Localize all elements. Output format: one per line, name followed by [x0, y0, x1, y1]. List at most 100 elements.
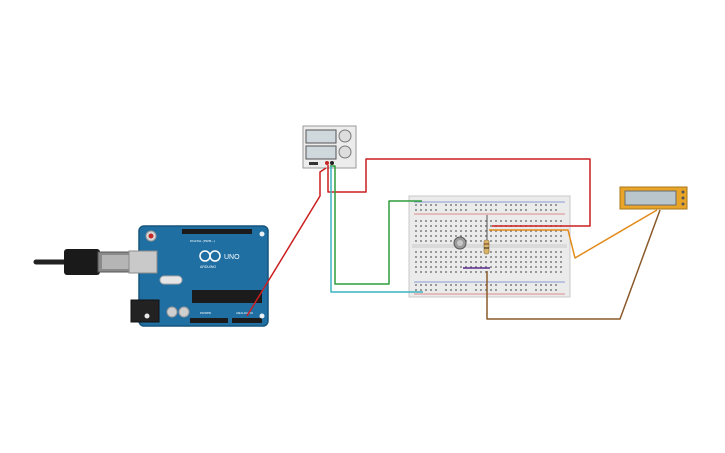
- breadboard-hole[interactable]: [510, 204, 512, 206]
- breadboard-hole[interactable]: [495, 209, 497, 211]
- breadboard-hole[interactable]: [490, 251, 492, 253]
- breadboard-hole[interactable]: [550, 266, 552, 268]
- breadboard-hole[interactable]: [450, 256, 452, 258]
- breadboard-hole[interactable]: [460, 204, 462, 206]
- breadboard-hole[interactable]: [415, 256, 417, 258]
- wire-red-psu-breadboard[interactable]: [327, 158, 591, 227]
- breadboard-hole[interactable]: [500, 251, 502, 253]
- breadboard-hole[interactable]: [475, 235, 477, 237]
- breadboard-hole[interactable]: [545, 251, 547, 253]
- breadboard-hole[interactable]: [510, 256, 512, 258]
- breadboard-hole[interactable]: [500, 271, 502, 273]
- breadboard-hole[interactable]: [475, 289, 477, 291]
- wire-orange[interactable]: [489, 209, 658, 259]
- breadboard-hole[interactable]: [555, 240, 557, 242]
- breadboard-hole[interactable]: [435, 209, 437, 211]
- breadboard-hole[interactable]: [475, 271, 477, 273]
- breadboard-hole[interactable]: [415, 204, 417, 206]
- breadboard-hole[interactable]: [490, 209, 492, 211]
- breadboard-hole[interactable]: [455, 235, 457, 237]
- breadboard-hole[interactable]: [425, 230, 427, 232]
- breadboard-hole[interactable]: [470, 271, 472, 273]
- breadboard-hole[interactable]: [415, 271, 417, 273]
- breadboard-hole[interactable]: [430, 251, 432, 253]
- breadboard-hole[interactable]: [455, 209, 457, 211]
- breadboard-hole[interactable]: [415, 209, 417, 211]
- breadboard-hole[interactable]: [420, 284, 422, 286]
- breadboard-hole[interactable]: [450, 225, 452, 227]
- breadboard-hole[interactable]: [515, 240, 517, 242]
- breadboard-hole[interactable]: [475, 251, 477, 253]
- breadboard-hole[interactable]: [460, 256, 462, 258]
- breadboard-hole[interactable]: [420, 256, 422, 258]
- breadboard-hole[interactable]: [430, 230, 432, 232]
- breadboard-hole[interactable]: [530, 235, 532, 237]
- breadboard-hole[interactable]: [505, 220, 507, 222]
- breadboard-hole[interactable]: [525, 271, 527, 273]
- breadboard-hole[interactable]: [555, 251, 557, 253]
- breadboard-hole[interactable]: [515, 289, 517, 291]
- breadboard-hole[interactable]: [490, 266, 492, 268]
- breadboard-hole[interactable]: [535, 230, 537, 232]
- breadboard-hole[interactable]: [480, 235, 482, 237]
- breadboard-hole[interactable]: [530, 271, 532, 273]
- breadboard-hole[interactable]: [540, 204, 542, 206]
- breadboard-hole[interactable]: [560, 271, 562, 273]
- breadboard-hole[interactable]: [460, 284, 462, 286]
- breadboard-hole[interactable]: [440, 266, 442, 268]
- breadboard-hole[interactable]: [505, 240, 507, 242]
- breadboard-hole[interactable]: [520, 289, 522, 291]
- breadboard-hole[interactable]: [430, 209, 432, 211]
- breadboard-hole[interactable]: [535, 209, 537, 211]
- breadboard-hole[interactable]: [455, 220, 457, 222]
- breadboard-hole[interactable]: [480, 230, 482, 232]
- breadboard-hole[interactable]: [440, 220, 442, 222]
- breadboard-hole[interactable]: [475, 284, 477, 286]
- breadboard-hole[interactable]: [480, 204, 482, 206]
- breadboard-hole[interactable]: [425, 256, 427, 258]
- breadboard-hole[interactable]: [555, 235, 557, 237]
- breadboard-hole[interactable]: [550, 271, 552, 273]
- breadboard-hole[interactable]: [515, 261, 517, 263]
- breadboard-hole[interactable]: [550, 204, 552, 206]
- breadboard-hole[interactable]: [425, 261, 427, 263]
- breadboard-hole[interactable]: [455, 256, 457, 258]
- breadboard-hole[interactable]: [420, 266, 422, 268]
- breadboard-hole[interactable]: [530, 256, 532, 258]
- breadboard-hole[interactable]: [525, 251, 527, 253]
- breadboard-hole[interactable]: [475, 266, 477, 268]
- breadboard-hole[interactable]: [495, 289, 497, 291]
- breadboard-hole[interactable]: [435, 220, 437, 222]
- breadboard-hole[interactable]: [545, 256, 547, 258]
- breadboard-hole[interactable]: [490, 230, 492, 232]
- breadboard-hole[interactable]: [425, 209, 427, 211]
- breadboard-hole[interactable]: [550, 235, 552, 237]
- breadboard-hole[interactable]: [515, 271, 517, 273]
- breadboard-hole[interactable]: [420, 261, 422, 263]
- breadboard-hole[interactable]: [445, 209, 447, 211]
- breadboard-hole[interactable]: [505, 289, 507, 291]
- breadboard-hole[interactable]: [545, 204, 547, 206]
- breadboard-hole[interactable]: [555, 209, 557, 211]
- breadboard-hole[interactable]: [500, 266, 502, 268]
- breadboard-hole[interactable]: [440, 261, 442, 263]
- breadboard-hole[interactable]: [495, 220, 497, 222]
- breadboard-hole[interactable]: [510, 266, 512, 268]
- breadboard-hole[interactable]: [455, 266, 457, 268]
- breadboard-hole[interactable]: [505, 235, 507, 237]
- breadboard-hole[interactable]: [465, 230, 467, 232]
- breadboard-hole[interactable]: [515, 209, 517, 211]
- breadboard-hole[interactable]: [440, 230, 442, 232]
- breadboard-hole[interactable]: [425, 240, 427, 242]
- breadboard-hole[interactable]: [550, 230, 552, 232]
- breadboard-hole[interactable]: [530, 261, 532, 263]
- breadboard-hole[interactable]: [490, 225, 492, 227]
- breadboard-hole[interactable]: [550, 261, 552, 263]
- breadboard-hole[interactable]: [470, 225, 472, 227]
- breadboard-hole[interactable]: [450, 240, 452, 242]
- breadboard-hole[interactable]: [505, 284, 507, 286]
- breadboard-hole[interactable]: [520, 204, 522, 206]
- breadboard-hole[interactable]: [560, 251, 562, 253]
- breadboard-hole[interactable]: [545, 284, 547, 286]
- breadboard-hole[interactable]: [495, 251, 497, 253]
